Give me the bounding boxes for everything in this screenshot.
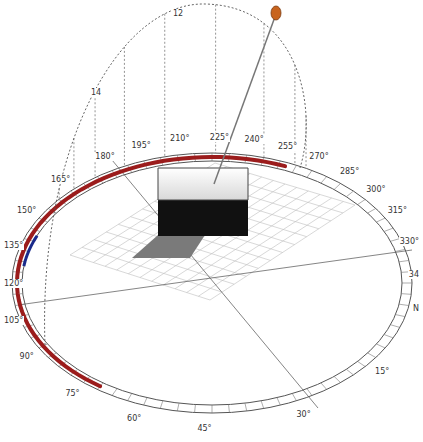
azimuth-label: 180° — [94, 152, 115, 161]
axis-line — [18, 250, 412, 305]
sun-ray — [214, 14, 276, 184]
azimuth-label: 60° — [126, 414, 142, 423]
azimuth-ring — [12, 153, 412, 413]
hour-label: 12 — [172, 9, 184, 18]
azimuth-label: 255° — [277, 142, 298, 151]
azimuth-label: 300° — [365, 185, 386, 194]
sun-path-projection — [17, 157, 285, 386]
axis-line — [112, 160, 318, 408]
winter-path-segment — [24, 236, 37, 266]
building-front — [158, 200, 248, 236]
azimuth-label: N — [412, 304, 420, 313]
azimuth-label: 34 — [408, 270, 420, 279]
azimuth-label: 15° — [374, 367, 390, 376]
azimuth-label: 75° — [64, 389, 80, 398]
azimuth-label: 135° — [3, 241, 24, 250]
azimuth-label: 240° — [243, 135, 264, 144]
azimuth-label: 105° — [3, 316, 24, 325]
sun-marker — [271, 6, 281, 20]
ring-ticks — [12, 153, 412, 413]
azimuth-label: 330° — [399, 237, 420, 246]
hour-label: 14 — [90, 88, 102, 97]
azimuth-label: 150° — [16, 206, 37, 215]
ground-grid — [70, 163, 355, 300]
azimuth-label: 210° — [169, 134, 190, 143]
projection-lines — [59, 5, 306, 199]
cast-shadow — [132, 235, 205, 258]
azimuth-label: 270° — [308, 152, 329, 161]
azimuth-label: 225° — [209, 133, 230, 142]
azimuth-label: 45° — [196, 424, 212, 433]
sun-arc — [45, 4, 307, 345]
azimuth-label: 120° — [3, 279, 24, 288]
azimuth-label: 165° — [50, 175, 71, 184]
building-top — [158, 168, 248, 200]
azimuth-label: 315° — [387, 206, 408, 215]
azimuth-label: 285° — [339, 167, 360, 176]
azimuth-label: 30° — [295, 410, 311, 419]
azimuth-label: 90° — [19, 352, 35, 361]
azimuth-label: 195° — [131, 141, 152, 150]
